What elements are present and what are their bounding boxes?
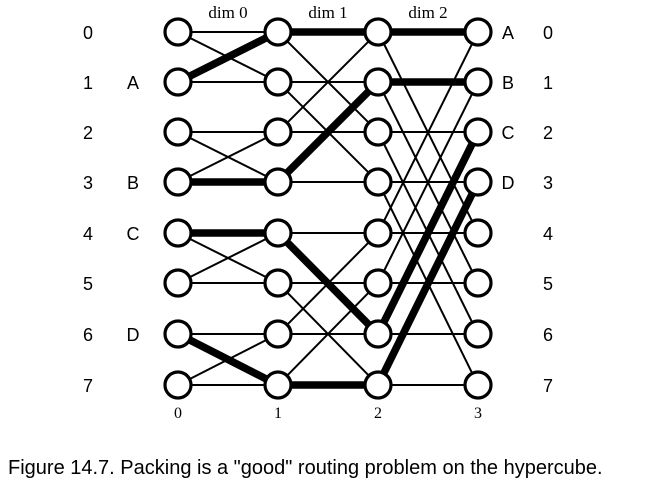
node-c0-r3[interactable] (163, 167, 193, 197)
destination-label-A: A (502, 23, 514, 43)
destination-label-B: B (502, 73, 514, 93)
node-c0-r4[interactable] (163, 218, 193, 248)
node-c1-r1[interactable] (263, 67, 293, 97)
node-c2-r5[interactable] (363, 268, 393, 298)
node-c1-r6[interactable] (263, 319, 293, 349)
edge-cross-s0-r3 (189, 137, 267, 177)
node-c3-r2[interactable] (463, 117, 493, 147)
route-D-seg0 (188, 336, 268, 383)
node-c2-r0[interactable] (363, 17, 393, 47)
column-label-3: 3 (474, 405, 482, 422)
node-c2-r2[interactable] (363, 117, 393, 147)
left-row-label-6: 6 (83, 325, 93, 345)
node-c0-r2[interactable] (163, 117, 193, 147)
node-c2-r4[interactable] (363, 218, 393, 248)
right-row-label-1: 1 (543, 73, 553, 93)
left-row-label-7: 7 (83, 376, 93, 396)
route-B-seg1 (284, 88, 372, 176)
column-label-1: 1 (274, 405, 282, 422)
edge-cross-s0-r5 (189, 238, 267, 278)
node-c3-r3[interactable] (463, 167, 493, 197)
dimension-label-0: dim 0 (208, 3, 247, 22)
left-row-label-5: 5 (83, 274, 93, 294)
figure-caption: Figure 14.7. Packing is a "good" routing… (8, 457, 603, 479)
node-c2-r3[interactable] (363, 167, 393, 197)
destination-label-C: C (502, 123, 515, 143)
node-c1-r3[interactable] (263, 167, 293, 197)
node-c2-r7[interactable] (363, 370, 393, 400)
right-row-label-3: 3 (543, 173, 553, 193)
node-c3-r1[interactable] (463, 67, 493, 97)
source-label-C: C (127, 224, 140, 244)
right-row-label-5: 5 (543, 274, 553, 294)
right-row-label-7: 7 (543, 376, 553, 396)
label-layer: 0 1 2 3 4 5 6 7 A B C D A B C D 0 1 2 3 4 5 6 7 dim 0 dim 1 dim 2 0… (83, 3, 553, 422)
source-label-D: D (127, 325, 140, 345)
source-label-A: A (127, 73, 139, 93)
node-c1-r2[interactable] (263, 117, 293, 147)
node-c3-r7[interactable] (463, 370, 493, 400)
right-row-label-6: 6 (543, 325, 553, 345)
destination-label-D: D (502, 173, 515, 193)
node-c1-r5[interactable] (263, 268, 293, 298)
node-c3-r6[interactable] (463, 319, 493, 349)
right-row-label-2: 2 (543, 123, 553, 143)
node-c0-r5[interactable] (163, 268, 193, 298)
left-row-label-0: 0 (83, 23, 93, 43)
node-c1-r7[interactable] (263, 370, 293, 400)
right-row-label-4: 4 (543, 224, 553, 244)
source-label-B: B (127, 173, 139, 193)
column-label-0: 0 (174, 405, 182, 422)
dimension-label-1: dim 1 (308, 3, 347, 22)
left-row-label-2: 2 (83, 123, 93, 143)
node-c3-r4[interactable] (463, 218, 493, 248)
dimension-label-2: dim 2 (408, 3, 447, 22)
left-row-label-4: 4 (83, 224, 93, 244)
node-c0-r1[interactable] (163, 67, 193, 97)
route-D-seg2 (380, 192, 476, 375)
column-label-2: 2 (374, 405, 382, 422)
node-c2-r1[interactable] (363, 67, 393, 97)
node-c0-r6[interactable] (163, 319, 193, 349)
node-c3-r5[interactable] (463, 268, 493, 298)
bold-route-layer (188, 28, 476, 389)
node-c1-r4[interactable] (263, 218, 293, 248)
route-C-seg2 (380, 142, 476, 324)
right-row-label-0: 0 (543, 23, 553, 43)
hypercube-network-diagram: 0 1 2 3 4 5 6 7 A B C D A B C D 0 1 2 3 4 5 6 7 dim 0 dim 1 dim 2 0… (83, 3, 553, 422)
left-row-label-3: 3 (83, 173, 93, 193)
node-c1-r0[interactable] (263, 17, 293, 47)
node-c0-r7[interactable] (163, 370, 193, 400)
route-C-seg1 (284, 239, 372, 328)
node-c0-r0[interactable] (163, 17, 193, 47)
node-layer (163, 17, 493, 400)
left-row-label-1: 1 (83, 73, 93, 93)
route-A-seg0 (188, 34, 268, 80)
node-c3-r0[interactable] (463, 17, 493, 47)
node-c2-r6[interactable] (363, 319, 393, 349)
